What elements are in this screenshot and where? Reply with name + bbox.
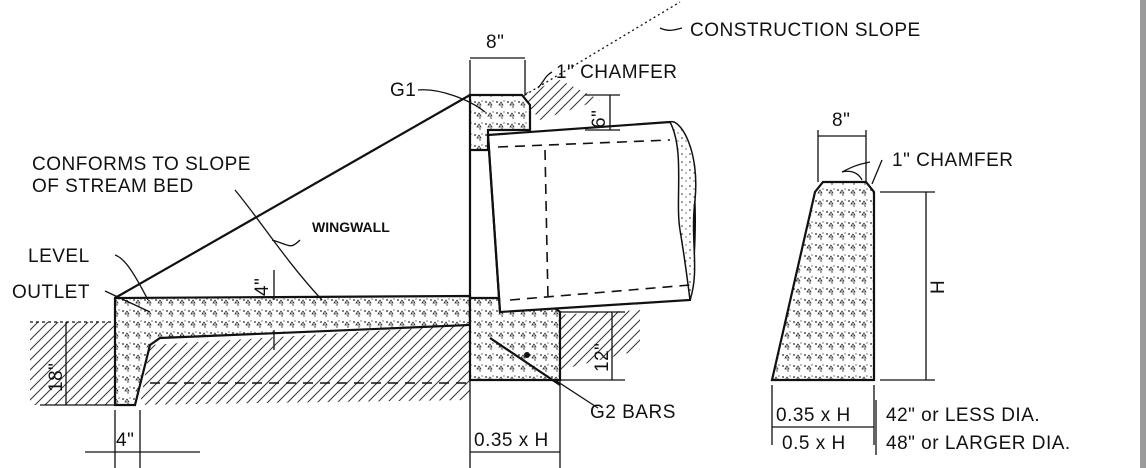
section-chamfer-label: 1" CHAMFER [892,150,1014,171]
soil-top [520,80,600,120]
construction-slope-leader [659,27,683,31]
section-dim8-label: 8" [832,110,850,131]
dim-18-label: 18" [46,363,67,392]
section-h-label: H [928,280,949,294]
dim-6-label: 6" [589,110,610,128]
section-wall [770,180,876,382]
wingwall-top-line [114,94,471,299]
section-chamfer-leader-2 [871,159,883,185]
construction-slope-label: CONSTRUCTION SLOPE [690,20,921,41]
main-elevation [30,1,697,468]
pipe-dash-bottom [509,284,691,301]
outlet-leader [104,290,151,313]
table-row1-left: 0.35 x H [776,405,851,426]
table-row2-right: 48" or LARGER DIA. [886,433,1071,454]
level-leader [114,254,149,301]
outlet-label: OUTLET [12,282,90,303]
conforms-label-1: CONFORMS TO SLOPE [32,154,251,175]
wall-section-detail [770,130,935,445]
conforms-leader [234,189,323,301]
g1-leader [417,89,486,113]
chamfer-leader [537,71,553,89]
g2-bars-label: G2 BARS [590,402,676,423]
g2-bar [489,337,561,386]
conforms-label-2: OF STREAM BED [32,176,194,197]
section-chamfer-leader-1 [841,161,871,181]
page-edge [1140,0,1146,468]
pipe-inner-edge [486,134,502,313]
table-row1-right: 42" or LESS DIA. [886,405,1040,426]
dim-035h-label: 0.35 x H [474,430,549,451]
table-row2-left: 0.5 x H [782,433,846,454]
soil-right [555,310,640,370]
wingwall-label: WINGWALL [312,219,390,235]
g2-leader [554,379,599,409]
g1-label: G1 [390,80,416,101]
dim-8-label: 8" [486,32,504,53]
level-label: LEVEL [28,246,90,267]
construction-slope-line [524,1,681,96]
dim-12-label: 12" [592,343,613,372]
dimension-table: 0.35 x H 42" or LESS DIA. 0.5 x H 48" or… [776,400,1071,455]
pipe-dash-top [497,139,671,148]
conforms-squiggle [271,239,301,247]
pipe-dash-vert [544,149,549,301]
headwall-cap [468,93,532,152]
pipe-end-section [668,121,697,301]
culvert-pipe [486,120,696,314]
chamfer-label: 1" CHAMFER [556,62,678,83]
soil-left [30,322,470,405]
dim-4-upper-label: 4" [252,278,273,296]
g2-bar-dot [524,352,530,358]
dim-4-lower-label: 4" [116,430,134,451]
